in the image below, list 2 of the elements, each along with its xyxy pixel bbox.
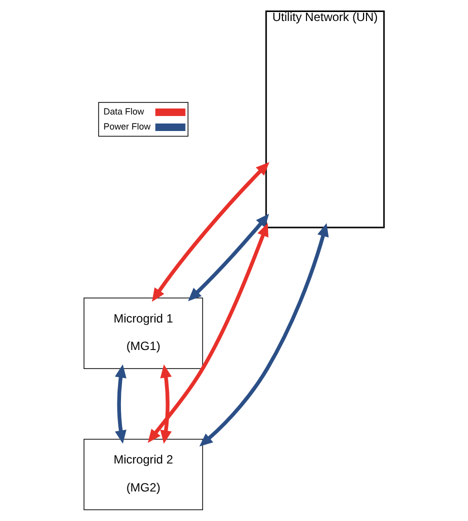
legend-label: Data Flow bbox=[104, 106, 144, 117]
legend-label: Power Flow bbox=[104, 122, 151, 132]
